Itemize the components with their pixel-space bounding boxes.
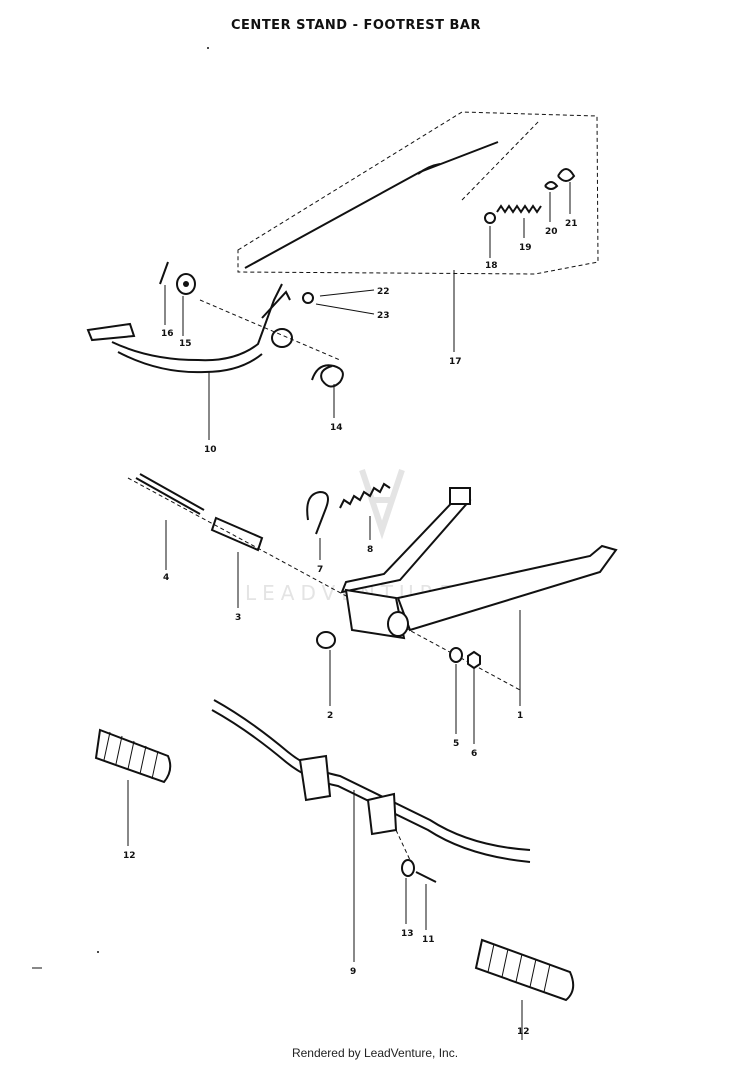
leader-23: [315, 303, 375, 315]
pedal-washer-hole: [183, 281, 189, 287]
callout-12-right: 12: [517, 1027, 530, 1037]
stand-washer: [449, 647, 463, 663]
footrest-washer: [401, 859, 415, 877]
callout-1: 1: [517, 711, 523, 721]
stand-spring: [339, 482, 391, 509]
callout-5: 5: [453, 739, 459, 749]
stand-bolt-edge: [139, 473, 205, 511]
brake-pedal-arm: [111, 283, 283, 362]
callout-2: 2: [327, 711, 333, 721]
footrest-bracket-left: [298, 754, 332, 802]
pedal-cap: [302, 292, 314, 304]
rod-nut: [484, 212, 496, 224]
callout-22: 22: [377, 287, 390, 297]
callout-12-left: 12: [123, 851, 136, 861]
render-credit: Rendered by LeadVenture, Inc.: [291, 1046, 459, 1060]
center-stand-top: [449, 487, 471, 505]
callout-15: 15: [179, 339, 192, 349]
stand-spring-hook: [306, 490, 329, 535]
pedal-centerline: [199, 299, 341, 361]
brake-pedal-pad: [86, 322, 136, 342]
callout-6: 6: [471, 749, 477, 759]
watermark-logo: [359, 469, 405, 540]
footrest-rubber-left: [94, 728, 172, 784]
cotter-pin: [159, 261, 169, 285]
leader-22: [319, 289, 375, 297]
callout-13: 13: [401, 929, 414, 939]
footrest-rubber-right-ribs: [487, 943, 551, 993]
callout-10: 10: [204, 445, 217, 455]
exploded-parts-diagram: LEADVENTURE: [32, 47, 618, 1040]
scan-speck: [207, 47, 209, 49]
callout-9: 9: [350, 967, 356, 977]
footrest-bolt-centerline: [395, 829, 411, 861]
callout-23: 23: [377, 311, 390, 321]
callout-11: 11: [422, 935, 435, 945]
footrest-rubber-right: [474, 938, 575, 1002]
center-stand-foot: [396, 544, 618, 632]
callout-19: 19: [519, 243, 532, 253]
callout-8: 8: [367, 545, 373, 555]
stand-nut: [467, 650, 481, 670]
center-stand-leg: [340, 490, 472, 594]
callout-7: 7: [317, 565, 323, 575]
callout-16: 16: [161, 329, 174, 339]
callout-20: 20: [545, 227, 558, 237]
callout-18: 18: [485, 261, 498, 271]
footrest-rubber-left-ribs: [103, 731, 159, 780]
footrest-bolt: [415, 871, 437, 883]
rod-centerline: [461, 119, 541, 201]
footrest-bar-lower: [211, 709, 531, 863]
callout-17: 17: [449, 357, 462, 367]
rod-clip: [557, 168, 576, 182]
footrest-bracket-right: [366, 792, 398, 836]
callout-21: 21: [565, 219, 578, 229]
brake-rod: [244, 141, 499, 269]
stand-cap: [316, 631, 336, 649]
brake-pedal-boss: [271, 328, 293, 348]
stand-bolt: [135, 477, 201, 515]
rod-pin: [544, 181, 559, 190]
brake-pedal-lever: [261, 290, 291, 319]
callout-4: 4: [163, 573, 169, 583]
callout-3: 3: [235, 613, 241, 623]
diagram-title: CENTER STAND - FOOTREST BAR: [231, 18, 481, 33]
rod-assembly-outline: [237, 111, 599, 275]
brake-pedal-arm-lower: [117, 351, 263, 374]
center-stand-pivot-hole: [387, 611, 409, 637]
rod-spring: [496, 204, 542, 214]
brake-rod-bend: [417, 163, 441, 175]
scan-speck: [97, 951, 99, 953]
stand-sleeve: [210, 516, 264, 552]
pedal-return-spring: [311, 364, 344, 388]
callout-14: 14: [330, 423, 343, 433]
